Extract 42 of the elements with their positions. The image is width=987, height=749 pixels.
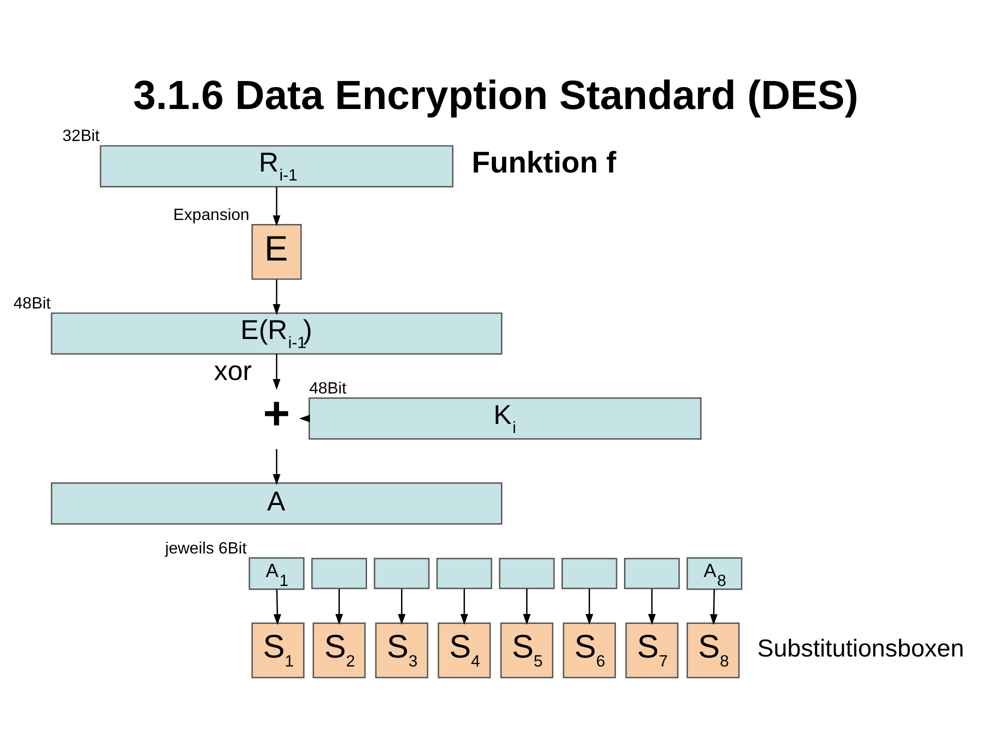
node-box: [624, 557, 680, 589]
node-label: xor: [214, 354, 252, 386]
node-label: 32Bit: [62, 126, 100, 145]
node-box: S$_{8}$: [686, 622, 740, 678]
arrow: [710, 588, 718, 625]
arrow: [523, 588, 531, 624]
arrow: [648, 588, 656, 624]
node-box: A: [50, 482, 502, 524]
node-text: +: [263, 386, 290, 438]
node-label: Expansion: [173, 206, 250, 224]
node-box: [436, 557, 492, 589]
node-box: S$_{2}$: [312, 622, 366, 678]
node-label: 48Bit: [13, 294, 51, 312]
node-box: [562, 557, 618, 589]
arrow: [460, 588, 468, 624]
label: Substitutionsboxen: [757, 634, 964, 662]
arrow: [398, 588, 406, 624]
node-box: S$_{5}$: [500, 622, 554, 678]
arrow: [335, 588, 343, 624]
node-box: E: [251, 224, 302, 280]
node-box: A$_{1}$: [248, 556, 304, 590]
node-box: [498, 557, 555, 589]
node-box: [311, 557, 368, 589]
node-box: [374, 557, 430, 589]
arrow: [272, 279, 280, 315]
node-box: S$_{4}$: [438, 622, 491, 678]
diagram-title: 3.1.6 Data Encryption Standard (DES): [133, 72, 858, 118]
node-box: S$_{1}$: [251, 622, 304, 678]
node-box: S$_{3}$: [375, 622, 428, 678]
arrow: [272, 448, 280, 485]
arrow: [272, 353, 280, 390]
node-box: S$_{7}$: [625, 622, 678, 678]
arrow: [586, 588, 594, 624]
node-box: E(R$_{i-1}$): [50, 312, 502, 354]
label: Funktion f: [472, 146, 616, 180]
node-box: A$_{8}$: [686, 556, 742, 590]
node-box: R$_{i-1}$: [100, 144, 454, 187]
arrow: [274, 588, 282, 625]
node-label: 48Bit: [309, 378, 346, 397]
node-label: jeweils 6Bit: [165, 538, 247, 557]
node-box: S$_{6}$: [562, 622, 616, 678]
arrow: [272, 186, 280, 226]
